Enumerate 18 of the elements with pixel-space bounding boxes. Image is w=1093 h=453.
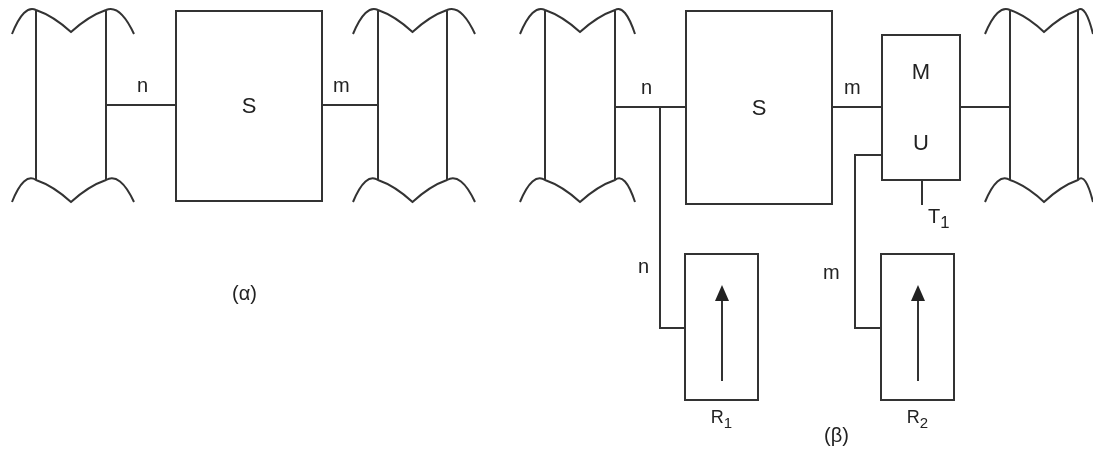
unit-box <box>881 34 961 181</box>
connector-line <box>322 104 379 106</box>
system-box <box>175 10 323 202</box>
connector-line <box>105 104 176 106</box>
box-label: U <box>913 132 929 155</box>
connector-line <box>921 180 923 206</box>
figure-label: (α) <box>232 282 257 305</box>
system-box <box>685 10 833 205</box>
connector-line <box>960 106 1011 108</box>
connector-line <box>832 106 882 108</box>
box-label: S <box>241 95 257 117</box>
connector-line <box>614 106 685 329</box>
box-label: M <box>911 60 931 83</box>
box-label: S <box>751 96 767 119</box>
register-label: R$_{1}$ <box>709 407 734 431</box>
figure-label: (β) <box>824 424 849 447</box>
register-label: R$_{2}$ <box>905 407 930 431</box>
connector-line <box>854 154 882 329</box>
